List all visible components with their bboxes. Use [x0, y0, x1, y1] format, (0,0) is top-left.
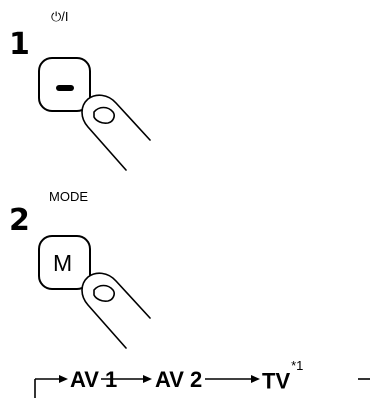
arrow-icon	[59, 375, 68, 383]
sequence-item-tv: TV*1	[262, 359, 303, 394]
mode-key	[38, 235, 91, 290]
sequence-item-av1: AV 1	[70, 367, 118, 392]
footnote-marker: *1	[291, 358, 304, 373]
sequence-item-tv-label: TV	[262, 368, 291, 394]
mode-button-label: MODE	[49, 189, 88, 204]
arrow-icon	[251, 375, 260, 383]
step-1-number: 1	[9, 27, 30, 62]
mode-key-glyph: M	[53, 250, 73, 276]
power-key	[38, 57, 91, 112]
finger-icon	[81, 94, 151, 171]
step-2-number: 2	[9, 203, 30, 238]
finger-icon	[81, 272, 151, 349]
sequence-item-av2: AV 2	[155, 367, 203, 392]
minus-icon	[56, 85, 74, 91]
sequence-arrows	[34, 375, 370, 398]
power-button-label: ⏻/I	[51, 9, 69, 24]
arrow-icon	[143, 375, 152, 383]
